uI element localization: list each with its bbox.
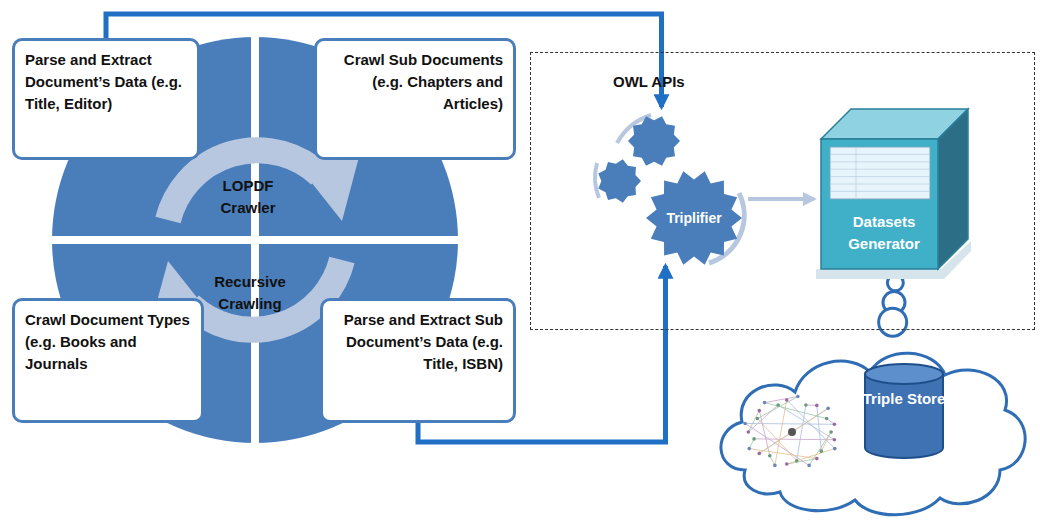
node-label: Triple Store xyxy=(862,388,946,410)
graph-edge xyxy=(759,408,828,453)
graph-dot xyxy=(747,447,751,451)
graph-dot xyxy=(795,459,799,463)
thought-bubble xyxy=(879,308,907,336)
small-gear xyxy=(628,116,680,165)
process-box: Crawl Sub Documents (e.g. Chapters and A… xyxy=(314,38,516,160)
process-box: Parse and Extract Sub Document’s Data (e… xyxy=(320,298,516,423)
cycle-arrow-body xyxy=(190,260,342,330)
table-rule xyxy=(830,169,930,170)
cycle-arrow-body xyxy=(168,150,320,220)
connector xyxy=(879,275,907,336)
graph-dot xyxy=(833,438,837,442)
graph-edge xyxy=(757,397,797,419)
table-rule xyxy=(830,191,930,192)
cylinder-body xyxy=(865,374,943,458)
graph-edge xyxy=(817,405,821,451)
graph-dot xyxy=(763,401,767,405)
graph-dot xyxy=(757,409,761,413)
triplifier-gear: Triplifier xyxy=(589,103,754,268)
quarter-gap xyxy=(251,35,259,445)
graph-dot xyxy=(785,462,789,466)
triple-store-cylinder: Triple Store xyxy=(862,362,946,460)
data-table-sketch xyxy=(830,147,930,199)
graph-edge xyxy=(745,423,834,425)
node-label: LOPDF Crawler xyxy=(198,175,298,219)
graph-edge xyxy=(748,405,778,432)
step-label: Parse and Extract Document’s Data (e.g. … xyxy=(25,49,187,114)
graph-dot xyxy=(819,449,823,453)
cylinder-icon xyxy=(862,362,946,460)
graph-dot xyxy=(807,464,811,468)
graph-dot xyxy=(815,404,819,408)
graph-dot xyxy=(815,457,819,461)
graph-dot xyxy=(768,454,772,458)
graph-dot xyxy=(756,417,760,421)
graph-dot xyxy=(833,422,837,426)
graph-edge xyxy=(748,411,759,432)
flow-arrow xyxy=(748,197,814,201)
table-rule xyxy=(830,176,930,177)
node-label: Recursive Crawling xyxy=(190,271,310,315)
graph-edge xyxy=(749,449,817,459)
graph-edge xyxy=(759,408,828,453)
graph-dot xyxy=(796,395,800,399)
graph-dot xyxy=(833,447,837,451)
network-graph-illustration xyxy=(743,395,836,467)
node-label: OWL APIs xyxy=(613,71,723,93)
process-box: Parse and Extract Document’s Data (e.g. … xyxy=(12,38,200,160)
connector xyxy=(748,199,814,200)
small-gear xyxy=(598,159,641,202)
graph-dot xyxy=(785,398,789,402)
graph-dot xyxy=(743,422,747,426)
graph-dot xyxy=(776,403,780,407)
step-label: Parse and Extract Sub Document’s Data (e… xyxy=(333,309,503,374)
motion-arc xyxy=(595,163,599,198)
node-label: Triplifier xyxy=(649,208,739,228)
cycle-arrow-head xyxy=(150,261,214,327)
generator-cube: Datasets Generator xyxy=(816,101,971,281)
graph-hub xyxy=(788,428,796,436)
graph-dot xyxy=(747,430,751,434)
table-rule xyxy=(830,154,930,155)
graph-edge xyxy=(775,400,787,465)
table-rule xyxy=(830,184,930,185)
table-rule xyxy=(856,147,857,199)
table-rule xyxy=(830,161,930,162)
node-label: Datasets Generator xyxy=(824,211,944,255)
cylinder-top xyxy=(865,364,943,384)
cube-icon xyxy=(816,101,971,281)
graph-edge xyxy=(787,449,835,464)
graph-dot xyxy=(804,403,808,407)
graph-edge xyxy=(765,403,827,419)
process-box: Crawl Document Types (e.g. Books and Jou… xyxy=(12,298,204,423)
graph-dot xyxy=(829,430,833,434)
graph-dot xyxy=(826,407,830,411)
cube-side xyxy=(938,109,968,269)
graph-dot xyxy=(752,437,756,441)
cycle-arrow-head xyxy=(296,153,360,221)
big-gear xyxy=(646,171,742,265)
graph-dot xyxy=(825,417,829,421)
gear-icon xyxy=(589,103,754,268)
cloud-shape xyxy=(721,353,1025,515)
step-label: Crawl Sub Documents (e.g. Chapters and A… xyxy=(327,49,503,114)
graph-dot xyxy=(773,464,777,468)
step-label: Crawl Document Types (e.g. Books and Jou… xyxy=(25,309,191,374)
api-region: OWL APIsTriplifier Datasets Generator xyxy=(530,52,1035,330)
graph-edge xyxy=(797,405,806,461)
graph-dot xyxy=(757,452,761,456)
